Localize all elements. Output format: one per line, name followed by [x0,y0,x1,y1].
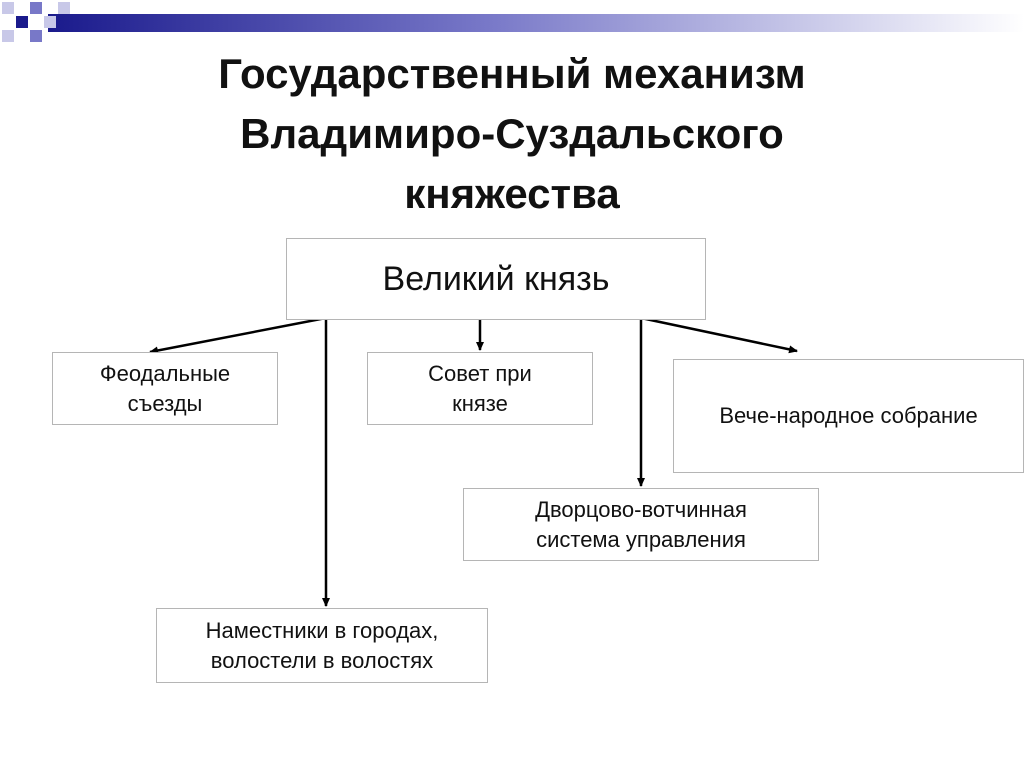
node-label: Дворцово-вотчинная [535,496,747,522]
title-line: Государственный механизм [218,50,806,97]
node-feudal-congresses: Феодальные съезды [52,352,278,425]
node-label: князе [452,390,508,416]
node-governors: Наместники в городах, волостели в волост… [156,608,488,683]
deco-square [30,2,42,14]
node-label: Вече-народное собрание [719,403,978,428]
node-label: Феодальные [99,360,231,386]
title-line: княжества [404,170,620,217]
node-grand-prince: Великий князь [286,238,706,320]
deco-square [2,2,14,14]
deco-gradient-bar [48,14,1024,32]
slide-decoration [2,2,1024,42]
node-veche: Вече-народное собрание [673,359,1024,473]
arrow-to-feudal-congresses [149,316,327,355]
arrow-to-veche [640,316,798,354]
deco-square [58,2,70,14]
node-label: Совет при [428,360,532,386]
node-council: Совет при князе [367,352,593,425]
deco-square [16,16,28,28]
node-palace-system: Дворцово-вотчинная система управления [463,488,819,561]
node-label: волостели в волостях [210,647,434,673]
slide-title: Государственный механизм Владимиро-Сузда… [0,44,1024,224]
node-label: Наместники в городах, [205,617,439,643]
node-label: система управления [536,526,746,552]
title-line: Владимиро-Суздальского [240,110,784,157]
deco-square [2,30,14,42]
node-label: съезды [127,390,203,416]
node-label: Великий князь [382,259,610,298]
deco-square [30,30,42,42]
deco-square [44,16,56,28]
